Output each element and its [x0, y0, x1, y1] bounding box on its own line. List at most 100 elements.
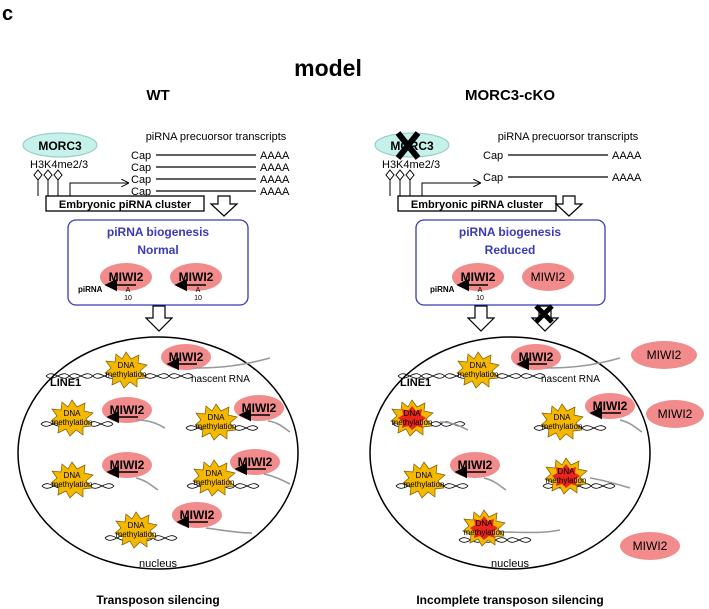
diagram-title: model — [294, 55, 362, 81]
cko-panel: MORC3-cKO MORC3 H3K4me2/3 piRNA precuors… — [369, 87, 704, 607]
down-arrow — [144, 305, 174, 332]
morc3-label: MORC3 — [38, 139, 82, 153]
miwi2-label: MIWI2 — [658, 407, 693, 421]
miwi2-label: MIWI2 — [238, 455, 273, 469]
methylation-label: methylation — [546, 476, 587, 485]
biogenesis-state: Reduced — [485, 243, 536, 257]
cap-label: Cap — [131, 186, 151, 198]
dna-label: DNA — [470, 361, 488, 370]
knockout-x-icon — [395, 131, 421, 160]
polya-label: AAAA — [612, 150, 642, 162]
blocked-x-icon — [534, 304, 554, 324]
polya-label: AAAA — [260, 174, 290, 186]
wt-panel: WT MORC3 H3K4me2/3 piRNA precuorsor tran… — [17, 87, 299, 607]
methylation-label: methylation — [404, 480, 445, 489]
nucleus-label: nucleus — [139, 558, 177, 570]
polya-count: 10 — [124, 295, 132, 302]
miwi2-free — [620, 532, 680, 560]
polya-label: AAAA — [260, 150, 290, 162]
cluster-box — [45, 195, 205, 212]
methylation-label: methylation — [196, 422, 237, 431]
nucleus — [17, 336, 299, 570]
polya-label: AAAA — [260, 186, 290, 198]
dna-label: DNA — [206, 469, 224, 478]
h3k4-label: H3K4me2/3 — [382, 159, 440, 171]
polya-tail: A — [126, 287, 131, 294]
panel-letter: c — [2, 3, 13, 25]
nucleus — [369, 336, 651, 570]
miwi2-label: MIWI2 — [519, 350, 554, 364]
cap-label: Cap — [131, 150, 151, 162]
methylation-label: methylation — [542, 422, 583, 431]
methylation-label: methylation — [52, 418, 93, 427]
dna-label: DNA — [558, 467, 576, 476]
miwi2-label: MIWI2 — [169, 350, 204, 364]
line1-label: LINE1 — [400, 377, 431, 389]
nascent-rna-label: nascent RNA — [541, 374, 600, 385]
miwi2-free — [646, 400, 704, 428]
polya-tail: A — [478, 287, 483, 294]
methylation-label: methylation — [106, 370, 147, 379]
dna-label: DNA — [128, 521, 146, 530]
methylation-label: methylation — [392, 418, 433, 427]
miwi2-label: MIWI2 — [461, 270, 496, 284]
transcripts: Cap AAAA Cap AAAA Cap AAAA Cap AAAA — [131, 150, 290, 198]
cap-label: Cap — [483, 150, 503, 162]
miwi2-label: MIWI2 — [179, 270, 214, 284]
pirna-label: piRNA — [430, 285, 455, 294]
down-arrow — [466, 305, 496, 332]
methylation-label: methylation — [458, 370, 499, 379]
cap-label: Cap — [483, 172, 503, 184]
dna-label: DNA — [208, 413, 226, 422]
cap-label: Cap — [131, 174, 151, 186]
miwi2-label: MIWI2 — [531, 270, 566, 284]
miwi2-label: MIWI2 — [242, 401, 277, 415]
cap-label: Cap — [131, 162, 151, 174]
miwi2-label: MIWI2 — [110, 403, 145, 417]
miwi2-free — [631, 341, 697, 369]
biogenesis-title: piRNA biogenesis — [459, 225, 562, 239]
miwi2-label: MIWI2 — [180, 508, 215, 522]
miwi2-label: MIWI2 — [593, 399, 628, 413]
wt-caption: Transposon silencing — [96, 593, 219, 607]
cko-caption: Incomplete transposon silencing — [416, 593, 603, 607]
nucleus-label: nucleus — [491, 558, 529, 570]
pirna-label: piRNA — [78, 285, 103, 294]
miwi2-label: MIWI2 — [110, 458, 145, 472]
h3k4-label: H3K4me2/3 — [30, 159, 88, 171]
methylation-label: methylation — [194, 478, 235, 487]
dna-label: DNA — [476, 519, 494, 528]
h3k4-marks — [33, 169, 63, 196]
dna-label: DNA — [404, 409, 422, 418]
line1-label: LINE1 — [50, 377, 81, 389]
biogenesis-title: piRNA biogenesis — [107, 225, 210, 239]
transcripts-label: piRNA precuorsor transcripts — [498, 131, 639, 143]
dna-label: DNA — [416, 471, 434, 480]
miwi2-label: MIWI2 — [633, 539, 668, 553]
transcripts: Cap AAAA Cap AAAA — [483, 150, 642, 184]
methylation-label: methylation — [116, 530, 157, 539]
cluster-label: Embryonic piRNA cluster — [411, 199, 544, 211]
dna-label: DNA — [64, 471, 82, 480]
dna-label: DNA — [118, 361, 136, 370]
cko-header: MORC3-cKO — [465, 87, 555, 104]
morc3-oval — [22, 132, 98, 158]
polya-label: AAAA — [612, 172, 642, 184]
down-arrow — [209, 195, 239, 217]
biogenesis-state: Normal — [137, 243, 178, 257]
miwi2-label: MIWI2 — [647, 348, 682, 362]
methylation-label: methylation — [52, 480, 93, 489]
nascent-rna-label: nascent RNA — [191, 374, 250, 385]
nascent-rna — [194, 357, 271, 369]
transcripts-label: piRNA precuorsor transcripts — [146, 131, 287, 143]
cluster-label: Embryonic piRNA cluster — [59, 199, 192, 211]
methylation-label: methylation — [464, 528, 505, 537]
polya-count: 10 — [194, 295, 202, 302]
miwi2-oval — [522, 263, 574, 291]
polya-label: AAAA — [260, 162, 290, 174]
wt-header: WT — [146, 87, 169, 104]
polya-tail: A — [196, 287, 201, 294]
polya-count: 10 — [476, 295, 484, 302]
h3k4-marks — [385, 169, 415, 196]
